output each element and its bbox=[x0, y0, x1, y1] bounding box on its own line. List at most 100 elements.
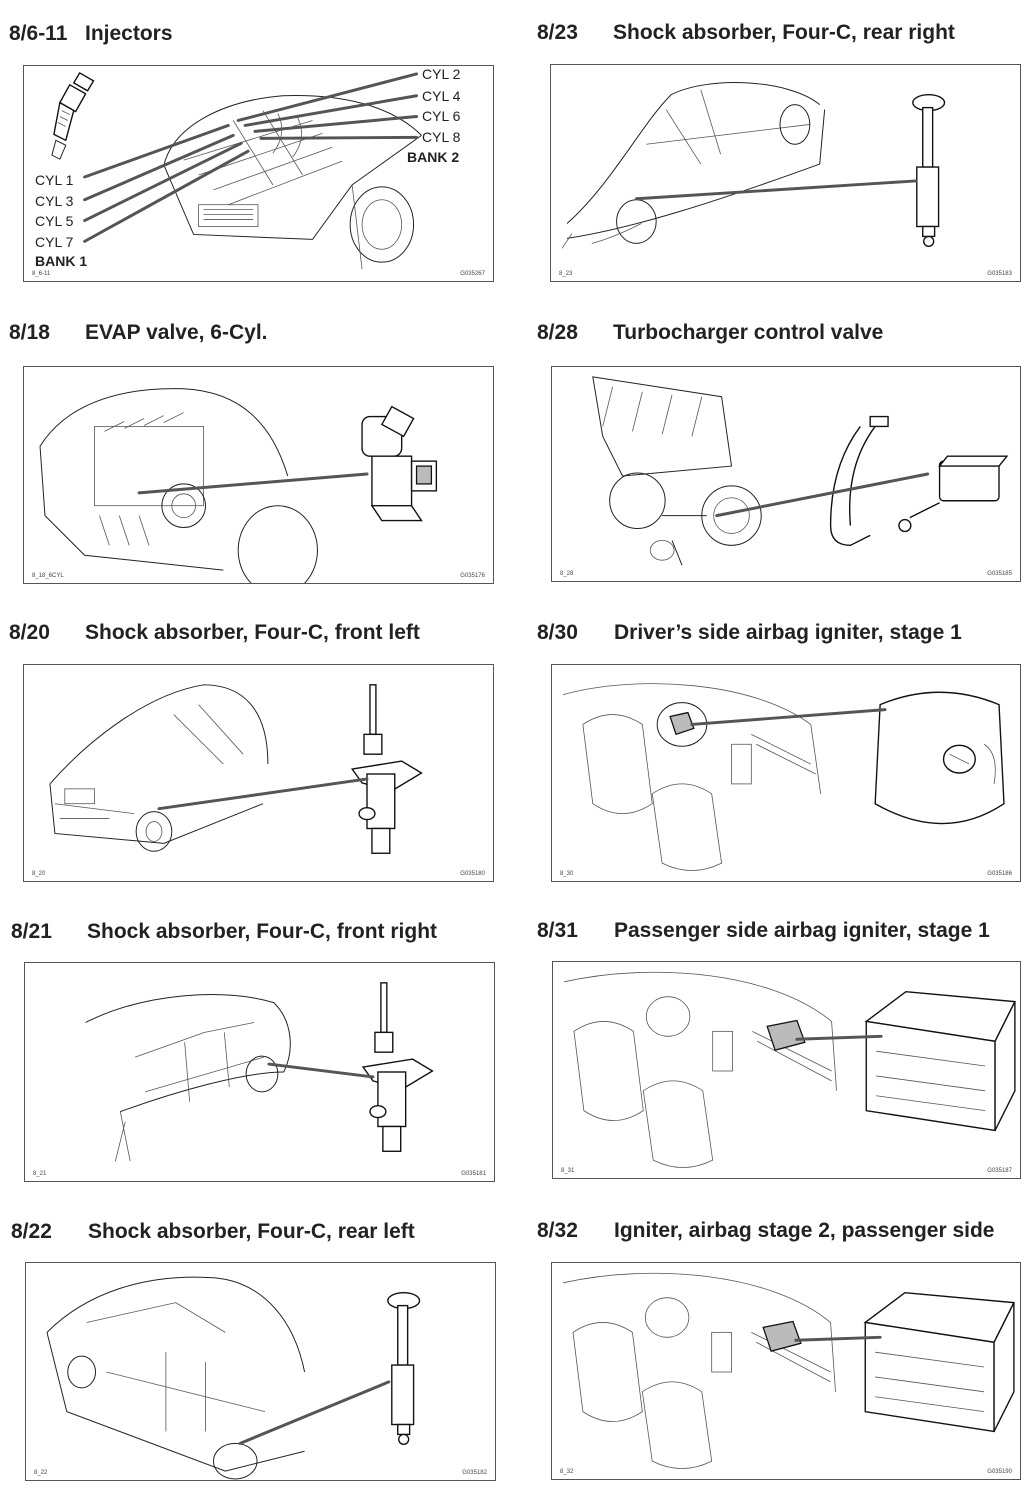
figure-id: 8_18_6CYL bbox=[32, 573, 64, 579]
section-driver-airbag: 8/30 Driver’s side airbag igniter, stage… bbox=[515, 600, 1030, 900]
shock-absorber-icon bbox=[387, 1292, 421, 1446]
section-code: 8/20 bbox=[9, 621, 50, 644]
section-title: Injectors bbox=[85, 22, 173, 45]
driver-airbag-figure bbox=[562, 683, 1005, 871]
igniter-stage-2-figure bbox=[562, 1272, 1015, 1469]
car-interior-icon bbox=[563, 971, 837, 1168]
section-header: 8/21 Shock absorber, Four-C, front right bbox=[11, 920, 437, 944]
section-code: 8/23 bbox=[537, 21, 578, 44]
figure-frame: CYL 1 CYL 3 CYL 5 CYL 7 BANK 1 CYL 2 CYL… bbox=[23, 65, 494, 282]
section-code: 8/32 bbox=[537, 1219, 578, 1242]
figure-code: G035190 bbox=[987, 1469, 1012, 1475]
section-header: 8/22 Shock absorber, Four-C, rear left bbox=[11, 1220, 415, 1244]
section-header: 8/23 Shock absorber, Four-C, rear right bbox=[537, 21, 955, 45]
front-right-figure bbox=[85, 982, 434, 1162]
figure-frame: 8_22 G035182 bbox=[25, 1262, 496, 1481]
section-injectors: 8/6-11 Injectors bbox=[0, 0, 515, 300]
figure-frame: 8_32 G035190 bbox=[551, 1262, 1021, 1480]
section-code: 8/6-11 bbox=[9, 22, 68, 45]
section-code: 8/22 bbox=[11, 1220, 52, 1243]
figure-id: 8_6-11 bbox=[32, 271, 51, 277]
figure-frame: 8_21 G035181 bbox=[24, 962, 495, 1182]
figure-frame: 8_30 G035186 bbox=[551, 664, 1021, 882]
control-valve-icon bbox=[829, 415, 1009, 547]
callout-bank-1: BANK 1 bbox=[35, 253, 88, 269]
figure-frame: 8_31 G035187 bbox=[552, 961, 1021, 1179]
section-shock-front-left: 8/20 Shock absorber, Four-C, front left bbox=[0, 600, 515, 900]
evap-figure bbox=[39, 388, 438, 583]
strut-icon bbox=[361, 982, 434, 1152]
section-shock-rear-left: 8/22 Shock absorber, Four-C, rear left 8… bbox=[0, 1200, 515, 1492]
car-rear-icon bbox=[561, 82, 826, 249]
airbag-module-icon bbox=[874, 691, 1005, 825]
figure-id: 8_28 bbox=[560, 571, 574, 577]
section-header: 8/31 Passenger side airbag igniter, stag… bbox=[537, 919, 990, 943]
figure-code: G035187 bbox=[987, 1168, 1012, 1174]
car-engine-bay-icon bbox=[39, 388, 318, 583]
airbag-module-icon bbox=[864, 991, 1016, 1132]
figure-code: G035185 bbox=[987, 571, 1012, 577]
figure-id: 8_20 bbox=[32, 871, 46, 877]
figure-code: G035181 bbox=[461, 1171, 486, 1177]
callout-cyl-5: CYL 5 bbox=[35, 213, 74, 229]
turbo-figure bbox=[592, 376, 1009, 566]
car-front-icon bbox=[49, 684, 269, 852]
section-title: Igniter, airbag stage 2, passenger side bbox=[614, 1219, 995, 1242]
figure-code: G035180 bbox=[460, 871, 485, 877]
strut-icon bbox=[350, 684, 423, 854]
callout-bank-2: BANK 2 bbox=[407, 149, 460, 165]
rear-right-figure bbox=[561, 82, 946, 249]
figure-frame: 8_23 G035183 bbox=[550, 64, 1021, 282]
figure-code: G035186 bbox=[987, 871, 1012, 877]
airbag-module-icon bbox=[863, 1292, 1015, 1433]
figure-id: 8_32 bbox=[560, 1469, 574, 1475]
callout-cyl-2: CYL 2 bbox=[422, 66, 461, 82]
section-code: 8/30 bbox=[537, 621, 578, 644]
front-left-figure bbox=[49, 684, 423, 854]
car-interior-icon bbox=[562, 683, 822, 871]
callout-cyl-3: CYL 3 bbox=[35, 193, 74, 209]
section-header: 8/28 Turbocharger control valve bbox=[537, 321, 883, 345]
shock-absorber-icon bbox=[912, 94, 946, 248]
section-code: 8/18 bbox=[9, 321, 50, 344]
figure-id: 8_23 bbox=[559, 271, 573, 277]
car-engine-bay-icon bbox=[163, 95, 422, 270]
section-title: Shock absorber, Four-C, rear right bbox=[613, 21, 955, 44]
callout-cyl-6: CYL 6 bbox=[422, 108, 461, 124]
section-title: Turbocharger control valve bbox=[613, 321, 884, 344]
figure-id: 8_30 bbox=[560, 871, 574, 877]
callout-cyl-1: CYL 1 bbox=[35, 172, 74, 188]
section-header: 8/6-11 Injectors bbox=[9, 22, 173, 46]
evap-valve-icon bbox=[361, 405, 438, 522]
car-rear-icon bbox=[46, 1276, 306, 1480]
section-passenger-airbag: 8/31 Passenger side airbag igniter, stag… bbox=[515, 900, 1030, 1200]
section-title: EVAP valve, 6-Cyl. bbox=[85, 321, 268, 344]
figure-code: G035182 bbox=[462, 1470, 487, 1476]
section-evap-valve: 8/18 EVAP valve, 6-Cyl. bbox=[0, 300, 515, 600]
figure-id: 8_31 bbox=[561, 1168, 575, 1174]
callout-cyl-4: CYL 4 bbox=[422, 88, 461, 104]
section-igniter-stage-2: 8/32 Igniter, airbag stage 2, passenger … bbox=[515, 1200, 1030, 1492]
car-interior-icon bbox=[562, 1272, 836, 1469]
callout-cyl-8: CYL 8 bbox=[422, 129, 461, 145]
section-code: 8/31 bbox=[537, 919, 578, 942]
rear-left-figure bbox=[46, 1276, 421, 1480]
figure-code: G035176 bbox=[460, 573, 485, 579]
section-title: Shock absorber, Four-C, rear left bbox=[88, 1220, 415, 1243]
section-title: Shock absorber, Four-C, front left bbox=[85, 621, 420, 644]
section-header: 8/18 EVAP valve, 6-Cyl. bbox=[9, 321, 268, 345]
figure-frame: 8_20 G035180 bbox=[23, 664, 494, 882]
figure-code: G035267 bbox=[460, 271, 485, 277]
passenger-airbag-figure bbox=[563, 971, 1016, 1168]
injector-icon bbox=[51, 71, 95, 160]
section-header: 8/30 Driver’s side airbag igniter, stage… bbox=[537, 621, 962, 645]
section-title: Driver’s side airbag igniter, stage 1 bbox=[614, 621, 962, 644]
section-turbo-valve: 8/28 Turbocharger control valve bbox=[515, 300, 1030, 600]
injectors-figure bbox=[51, 71, 422, 270]
section-title: Passenger side airbag igniter, stage 1 bbox=[614, 919, 990, 942]
section-code: 8/21 bbox=[11, 920, 52, 943]
section-shock-rear-right: 8/23 Shock absorber, Four-C, rear right … bbox=[515, 0, 1030, 300]
car-side-icon bbox=[85, 994, 291, 1162]
section-header: 8/20 Shock absorber, Four-C, front left bbox=[9, 621, 420, 645]
callout-cyl-7: CYL 7 bbox=[35, 234, 74, 250]
